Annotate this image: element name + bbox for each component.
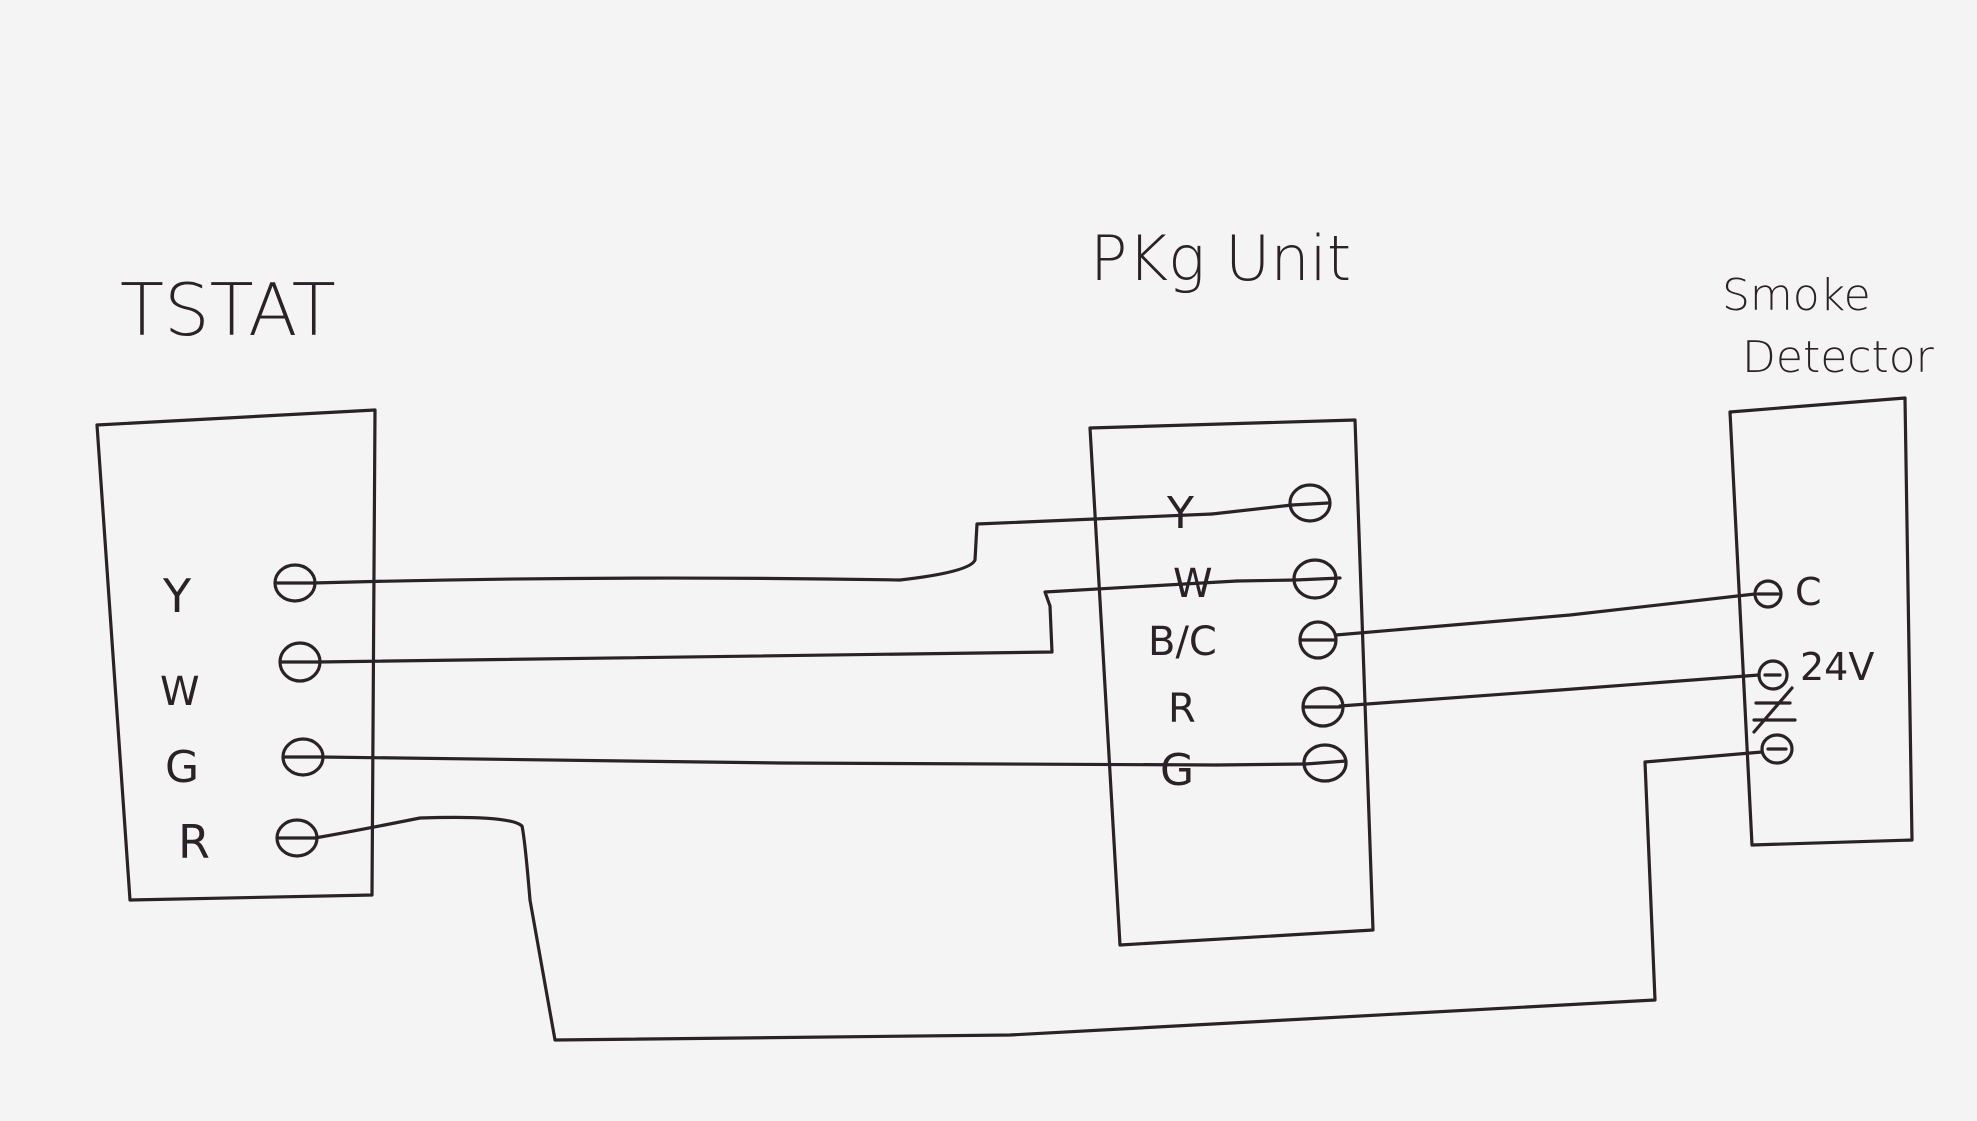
smoke-detector-box: [1728, 396, 1914, 847]
pkg-unit-title: PKg Unit: [1090, 222, 1351, 295]
wire-g: [319, 755, 1219, 767]
wire-bc-to-c: [1334, 592, 1757, 637]
smoke-detector-title-line1: Smoke: [1722, 270, 1871, 321]
tstat-component: TSTAT Y W G R: [95, 268, 377, 902]
tstat-box: [95, 408, 377, 902]
wires: [311, 512, 1764, 1042]
tstat-label-w: W: [160, 669, 200, 715]
pkg-terminal-r: [1301, 686, 1345, 728]
smoke-terminal-c: [1753, 579, 1783, 609]
wire-r-to-24v: [1338, 673, 1761, 708]
smoke-terminal-3: [1760, 733, 1794, 765]
wire-r-to-smoke-relay: [313, 750, 1764, 1042]
tstat-terminal-g: [281, 737, 325, 777]
pkg-label-r: R: [1168, 686, 1196, 732]
wire-y: [311, 512, 1214, 585]
wire-w: [316, 579, 1239, 664]
pkg-terminal-y: [1210, 483, 1332, 523]
tstat-terminal-r: [275, 818, 319, 858]
tstat-label-y: Y: [162, 569, 192, 623]
smoke-detector-title-line2: Detector: [1742, 332, 1935, 383]
tstat-terminal-y: [273, 563, 317, 603]
smoke-label-c: C: [1795, 570, 1822, 614]
smoke-detector-component: Smoke Detector C 24V: [1722, 270, 1935, 847]
pkg-unit-box: [1088, 418, 1375, 947]
smoke-label-24v: 24V: [1800, 645, 1874, 689]
tstat-title: TSTAT: [120, 268, 336, 352]
pkg-label-bc: B/C: [1148, 619, 1217, 665]
relay-contact-normally-closed-icon: [1752, 686, 1797, 734]
pkg-terminal-g: [1215, 743, 1348, 783]
tstat-terminal-w: [278, 641, 322, 683]
pkg-label-g: G: [1160, 745, 1194, 796]
smoke-terminal-24v: [1757, 659, 1789, 691]
pkg-terminal-bc: [1298, 620, 1338, 660]
pkg-terminal-w: [1235, 558, 1342, 600]
tstat-label-g: G: [165, 742, 199, 793]
pkg-unit-component: PKg Unit Y W B/C R G: [1088, 222, 1375, 947]
tstat-label-r: R: [178, 815, 210, 869]
